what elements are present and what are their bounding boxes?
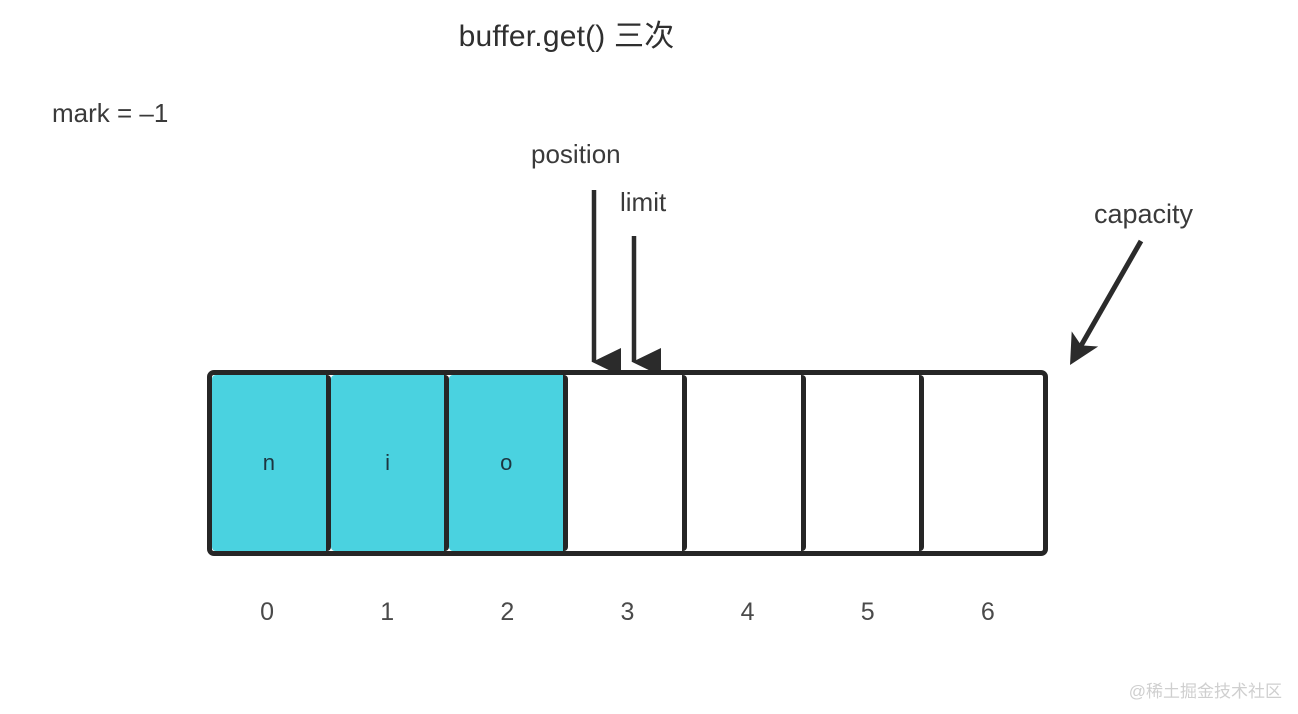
- buffer-index-4: 4: [740, 598, 755, 626]
- buffer-cell-value: o: [500, 450, 513, 475]
- capacity-arrow: [1070, 239, 1144, 365]
- buffer-cell-3[interactable]: [568, 375, 687, 551]
- buffer-cell-0[interactable]: n: [212, 375, 331, 551]
- buffer-cell-value: n: [262, 450, 275, 475]
- buffer-cell-5[interactable]: [805, 375, 925, 551]
- buffer-index-2: 2: [500, 598, 515, 626]
- capacity-pointer-label: capacity: [1094, 199, 1194, 229]
- page-title: buffer.get() 三次: [458, 20, 675, 53]
- buffer-index-5: 5: [860, 598, 875, 626]
- limit-pointer-label: limit: [620, 187, 667, 217]
- byte-buffer: n i o: [207, 370, 1048, 556]
- buffer-cell-4[interactable]: [686, 375, 806, 551]
- buffer-index-0: 0: [260, 598, 275, 626]
- buffer-index-1: 1: [380, 598, 395, 626]
- buffer-cell-value: i: [385, 450, 391, 475]
- buffer-cell-6[interactable]: [924, 375, 1043, 551]
- buffer-index-row: 0 1 2 3 4 5 6: [207, 598, 1048, 627]
- buffer-index-6: 6: [980, 598, 995, 626]
- buffer-cell-1[interactable]: i: [330, 375, 450, 551]
- mark-label: mark = –1: [52, 98, 169, 128]
- buffer-index-3: 3: [620, 598, 635, 626]
- watermark: @稀土掘金技术社区: [1128, 682, 1282, 701]
- position-pointer-label: position: [531, 139, 621, 169]
- buffer-cell-2[interactable]: o: [449, 375, 569, 551]
